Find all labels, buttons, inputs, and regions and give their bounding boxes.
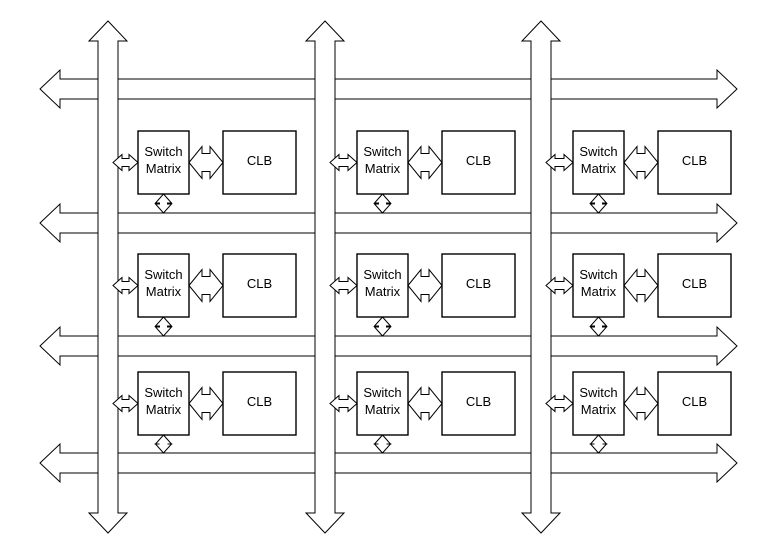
switch-matrix-box: [572, 130, 625, 195]
switch-to-clb-connector: [623, 268, 659, 303]
clb-label: CLB: [466, 394, 491, 409]
switch-matrix-box: [137, 130, 190, 195]
horizontal-channel-4: [39, 442, 738, 484]
clb-box: [441, 130, 516, 195]
clb-label: CLB: [466, 276, 491, 291]
clb-box: [657, 130, 732, 195]
switch-matrix-label: Switch: [144, 144, 182, 159]
switch-matrix-label: Matrix: [581, 284, 617, 299]
clb-label: CLB: [682, 394, 707, 409]
horizontal-channel-3: [39, 325, 738, 367]
switch-to-clb-connector: [407, 145, 443, 180]
switch-to-channel-connector: [154, 193, 173, 214]
clb-box: [222, 130, 297, 195]
horizontal-channel-2: [39, 202, 738, 244]
switch-matrix-label: Switch: [144, 385, 182, 400]
switch-matrix-label: Switch: [579, 385, 617, 400]
switch-to-channel-connector: [373, 434, 392, 454]
clb-label: CLB: [682, 153, 707, 168]
switch-matrix-label: Matrix: [146, 161, 182, 176]
switch-to-channel-connector: [589, 316, 608, 337]
switch-to-channel-connector: [154, 316, 173, 337]
clb-label: CLB: [466, 153, 491, 168]
switch-matrix-label: Switch: [363, 385, 401, 400]
switch-to-clb-connector: [623, 386, 659, 421]
switch-matrix-label: Switch: [363, 267, 401, 282]
switch-matrix-label: Matrix: [581, 402, 617, 417]
switch-matrix-box: [356, 130, 409, 195]
clb-box: [657, 253, 732, 318]
switch-to-channel-connector: [589, 193, 608, 214]
switch-to-channel-connector: [373, 316, 392, 337]
clb-box: [441, 371, 516, 436]
switch-matrix-label: Switch: [579, 267, 617, 282]
switch-matrix-label: Matrix: [581, 161, 617, 176]
clb-label: CLB: [247, 276, 272, 291]
switch-to-clb-connector: [407, 268, 443, 303]
switch-matrix-box: [137, 371, 190, 436]
switch-matrix-label: Matrix: [365, 284, 401, 299]
horizontal-channel-1: [39, 68, 738, 110]
switch-to-clb-connector: [188, 145, 224, 180]
clb-box: [441, 253, 516, 318]
clb-label: CLB: [247, 153, 272, 168]
switch-to-clb-connector: [188, 386, 224, 421]
clb-box: [222, 371, 297, 436]
switch-matrix-label: Switch: [144, 267, 182, 282]
clb-box: [657, 371, 732, 436]
switch-to-clb-connector: [623, 145, 659, 180]
switch-matrix-box: [572, 371, 625, 436]
clb-box: [222, 253, 297, 318]
switch-matrix-box: [137, 253, 190, 318]
switch-matrix-box: [356, 253, 409, 318]
switch-matrix-label: Switch: [363, 144, 401, 159]
switch-matrix-label: Matrix: [365, 402, 401, 417]
clb-label: CLB: [247, 394, 272, 409]
switch-matrix-label: Matrix: [365, 161, 401, 176]
switch-to-clb-connector: [188, 268, 224, 303]
logic-cells: SwitchMatrixCLBSwitchMatrixCLBSwitchMatr…: [112, 130, 732, 454]
switch-to-channel-connector: [589, 434, 608, 454]
switch-matrix-label: Matrix: [146, 284, 182, 299]
switch-to-channel-connector: [373, 193, 392, 214]
switch-matrix-label: Matrix: [146, 402, 182, 417]
clb-label: CLB: [682, 276, 707, 291]
switch-matrix-label: Switch: [579, 144, 617, 159]
switch-to-clb-connector: [407, 386, 443, 421]
switch-to-channel-connector: [154, 434, 173, 454]
switch-matrix-box: [356, 371, 409, 436]
switch-matrix-box: [572, 253, 625, 318]
